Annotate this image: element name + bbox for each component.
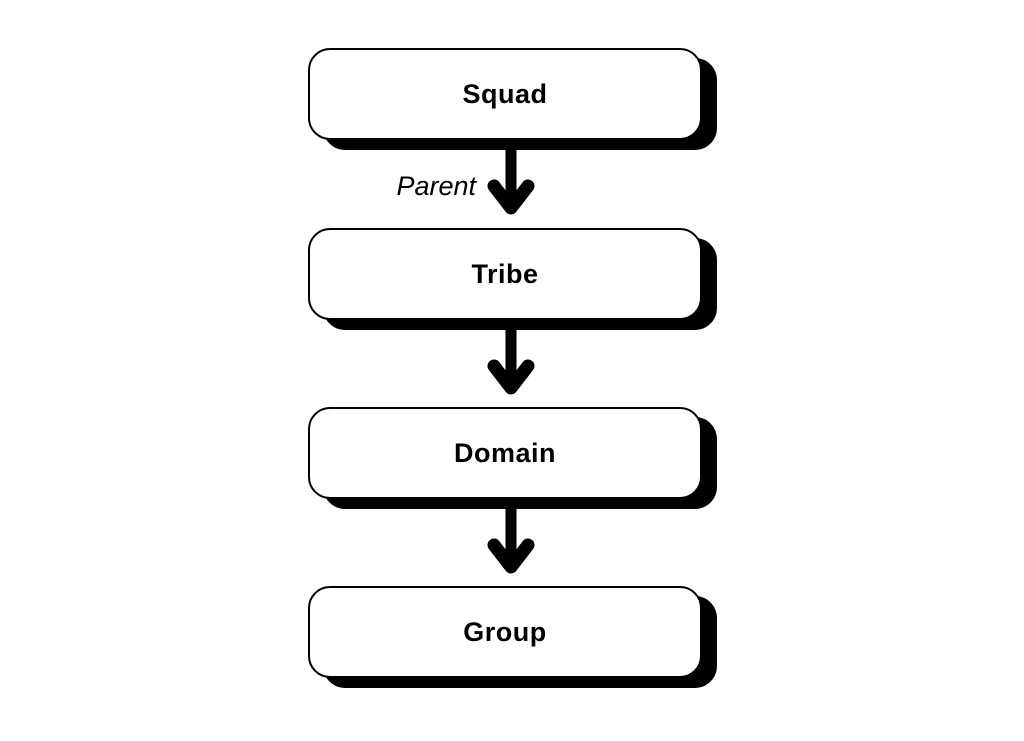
node-domain-label: Domain <box>453 437 556 468</box>
node-group: Group <box>308 586 702 678</box>
node-squad: Squad <box>308 48 702 140</box>
arrow-down-icon <box>487 498 535 574</box>
node-domain: Domain <box>308 407 702 499</box>
edge-parent-label: Parent <box>396 171 476 201</box>
node-group-label: Group <box>463 616 547 647</box>
node-squad-label: Squad <box>462 78 548 109</box>
node-tribe: Tribe <box>308 228 702 320</box>
node-tribe-label: Tribe <box>471 258 539 289</box>
arrow-down-icon <box>487 319 535 395</box>
arrow-down-icon <box>487 139 535 215</box>
